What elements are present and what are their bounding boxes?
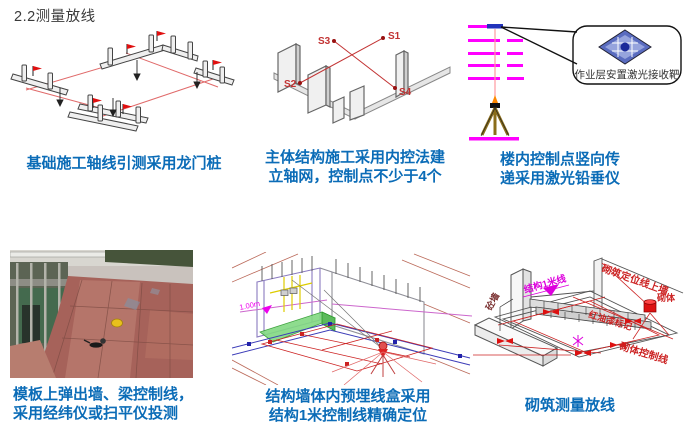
magenta-marks bbox=[522, 284, 584, 347]
internal-control-diagram: S3 S1 S2 S4 bbox=[273, 31, 451, 124]
figure-formwork-photo bbox=[10, 250, 193, 378]
red-points bbox=[268, 332, 379, 366]
callout-balloon: 作业层安置激光接收靶 bbox=[500, 25, 682, 85]
floor-lines bbox=[468, 25, 524, 141]
plumb-bob-icons bbox=[56, 60, 201, 118]
caption-formwork: 模板上弹出墙、梁控制线， 采用经纬仪或扫平仪投测 bbox=[13, 386, 194, 422]
laser-receiver-target-icon bbox=[598, 29, 652, 65]
survey-instrument-on-deck bbox=[83, 338, 106, 348]
label-s1: S1 bbox=[388, 31, 401, 42]
laser-plummet-instrument-icon bbox=[480, 95, 510, 137]
wall-panels bbox=[277, 43, 409, 124]
page-title: 2.2测量放线 bbox=[14, 9, 96, 25]
figure-embedded-box: 1.00m bbox=[232, 252, 472, 385]
masonry-control-lines bbox=[473, 262, 674, 356]
control-cross-lines bbox=[298, 36, 397, 90]
caption-laser-plummet: 楼内控制点竖向传 递采用激光铅垂仪 bbox=[499, 151, 620, 187]
leader-lines bbox=[499, 298, 514, 331]
slab-edge-lines bbox=[232, 252, 471, 385]
caption-gantry: 基础施工轴线引测采用龙门桩 bbox=[26, 155, 222, 172]
label-s4: S4 bbox=[399, 87, 412, 98]
floor-control-lines bbox=[260, 323, 434, 372]
concrete-wall-slab bbox=[510, 268, 532, 330]
laser-level-instrument-icon bbox=[331, 341, 437, 385]
laser-plummet-diagram: 作业层安置激光接收靶 bbox=[468, 24, 682, 141]
label-s3: S3 bbox=[318, 36, 331, 47]
formwork-photo-image bbox=[10, 250, 193, 378]
masonry-diagram: 砼墙 结构1米线 砌筑定位线上墙 红油漆标记 砌体 砌体控制线 bbox=[473, 257, 684, 367]
figure-internal-control: S3 S1 S2 S4 bbox=[262, 25, 457, 145]
level-label: 1.00m bbox=[239, 299, 261, 312]
survey-flag-icons bbox=[32, 31, 222, 114]
gantry-piles-diagram bbox=[10, 31, 235, 132]
blue-points bbox=[247, 322, 462, 358]
level-triangle bbox=[262, 305, 272, 314]
embedded-box-diagram: 1.00m bbox=[232, 252, 472, 385]
brick-course bbox=[529, 298, 652, 330]
label-concrete-wall: 砼墙 bbox=[483, 291, 501, 312]
caption-embedded-box: 结构墙体内预埋线盒采用 结构1米控制线精确定位 bbox=[265, 388, 431, 424]
laser-target-mark bbox=[487, 24, 503, 29]
red-markers bbox=[497, 309, 641, 356]
figure-gantry-piles bbox=[8, 30, 243, 148]
one-meter-line bbox=[239, 299, 472, 317]
embedded-line-boxes bbox=[269, 275, 313, 312]
paint-can-icon bbox=[643, 299, 657, 313]
caption-internal-control: 主体结构施工采用内控法建 立轴网，控制点不少于4个 bbox=[264, 149, 445, 185]
gantry-frames bbox=[10, 34, 235, 132]
label-s2: S2 bbox=[284, 79, 297, 90]
caption-masonry: 砌筑测量放线 bbox=[524, 397, 615, 414]
label-masonry: 砌体 bbox=[656, 292, 676, 303]
callout-text: 作业层安置激光接收靶 bbox=[575, 68, 680, 81]
sight-lines bbox=[291, 279, 384, 350]
hard-hat bbox=[111, 318, 123, 328]
label-control-line: 砌体控制线 bbox=[617, 339, 670, 366]
rebar-dowels bbox=[261, 256, 421, 302]
figure-masonry: 砼墙 结构1米线 砌筑定位线上墙 红油漆标记 砌体 砌体控制线 bbox=[473, 255, 685, 375]
figure-laser-plummet: 作业层安置激光接收靶 bbox=[455, 18, 685, 146]
